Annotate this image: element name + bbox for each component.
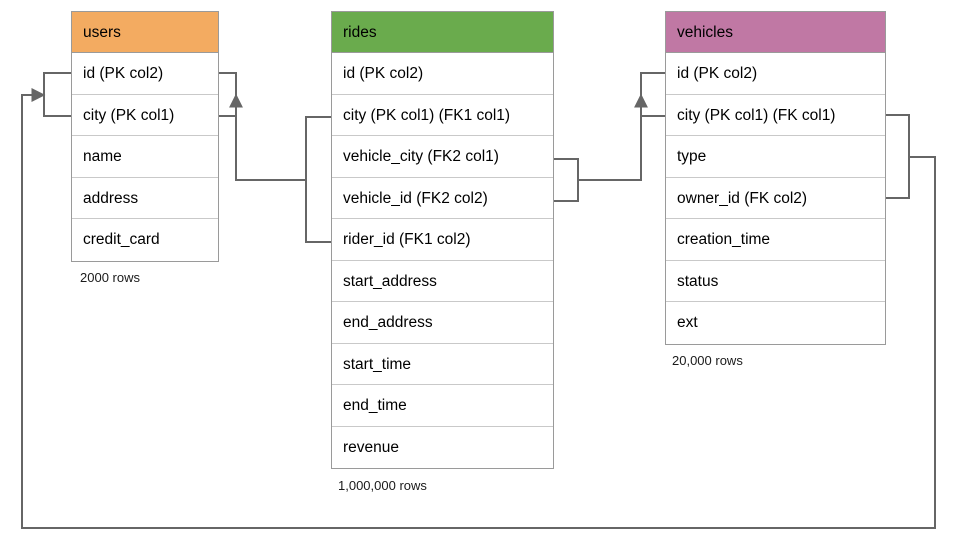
table-row[interactable]: creation_time	[666, 219, 885, 261]
table-row[interactable]: city (PK col1) (FK1 col1)	[332, 94, 553, 136]
entity-table-users[interactable]: users id (PK col2) city (PK col1) name a…	[71, 11, 219, 262]
row-count-caption-rides: 1,000,000 rows	[338, 478, 427, 493]
table-row[interactable]: vehicle_id (FK2 col2)	[332, 177, 553, 219]
vehicles-left-bracket	[640, 72, 665, 117]
table-row[interactable]: address	[72, 177, 218, 219]
table-header-users: users	[72, 12, 218, 53]
table-row[interactable]: city (PK col1)	[72, 94, 218, 136]
table-row[interactable]: type	[666, 136, 885, 178]
table-row[interactable]: owner_id (FK col2)	[666, 177, 885, 219]
entity-table-rides[interactable]: rides id (PK col2) city (PK col1) (FK1 c…	[331, 11, 554, 469]
row-count-caption-users: 2000 rows	[80, 270, 140, 285]
connector-rides-fk1-users	[229, 93, 306, 181]
table-row[interactable]: rider_id (FK1 col2)	[332, 219, 553, 261]
table-row[interactable]: start_address	[332, 260, 553, 302]
row-count-caption-vehicles: 20,000 rows	[672, 353, 743, 368]
table-row[interactable]: end_address	[332, 302, 553, 344]
table-row[interactable]: city (PK col1) (FK col1)	[666, 94, 885, 136]
connector-rides-fk2-vehicles	[578, 93, 648, 181]
table-row[interactable]: status	[666, 260, 885, 302]
vehicles-right-bracket	[886, 114, 910, 199]
rides-left-bracket	[305, 116, 331, 243]
table-row[interactable]: start_time	[332, 343, 553, 385]
entity-table-vehicles[interactable]: vehicles id (PK col2) city (PK col1) (FK…	[665, 11, 886, 345]
table-row[interactable]: id (PK col2)	[72, 53, 218, 95]
users-right-bracket	[219, 72, 237, 117]
table-row[interactable]: id (PK col2)	[332, 53, 553, 95]
table-row[interactable]: ext	[666, 302, 885, 344]
table-header-vehicles: vehicles	[666, 12, 885, 53]
table-row[interactable]: end_time	[332, 385, 553, 427]
table-row[interactable]: name	[72, 136, 218, 178]
table-row[interactable]: revenue	[332, 426, 553, 468]
users-left-bracket	[43, 72, 71, 117]
rides-right-bracket	[554, 158, 579, 202]
table-row[interactable]: id (PK col2)	[666, 53, 885, 95]
table-row[interactable]: credit_card	[72, 219, 218, 261]
table-row[interactable]: vehicle_city (FK2 col1)	[332, 136, 553, 178]
table-header-rides: rides	[332, 12, 553, 53]
